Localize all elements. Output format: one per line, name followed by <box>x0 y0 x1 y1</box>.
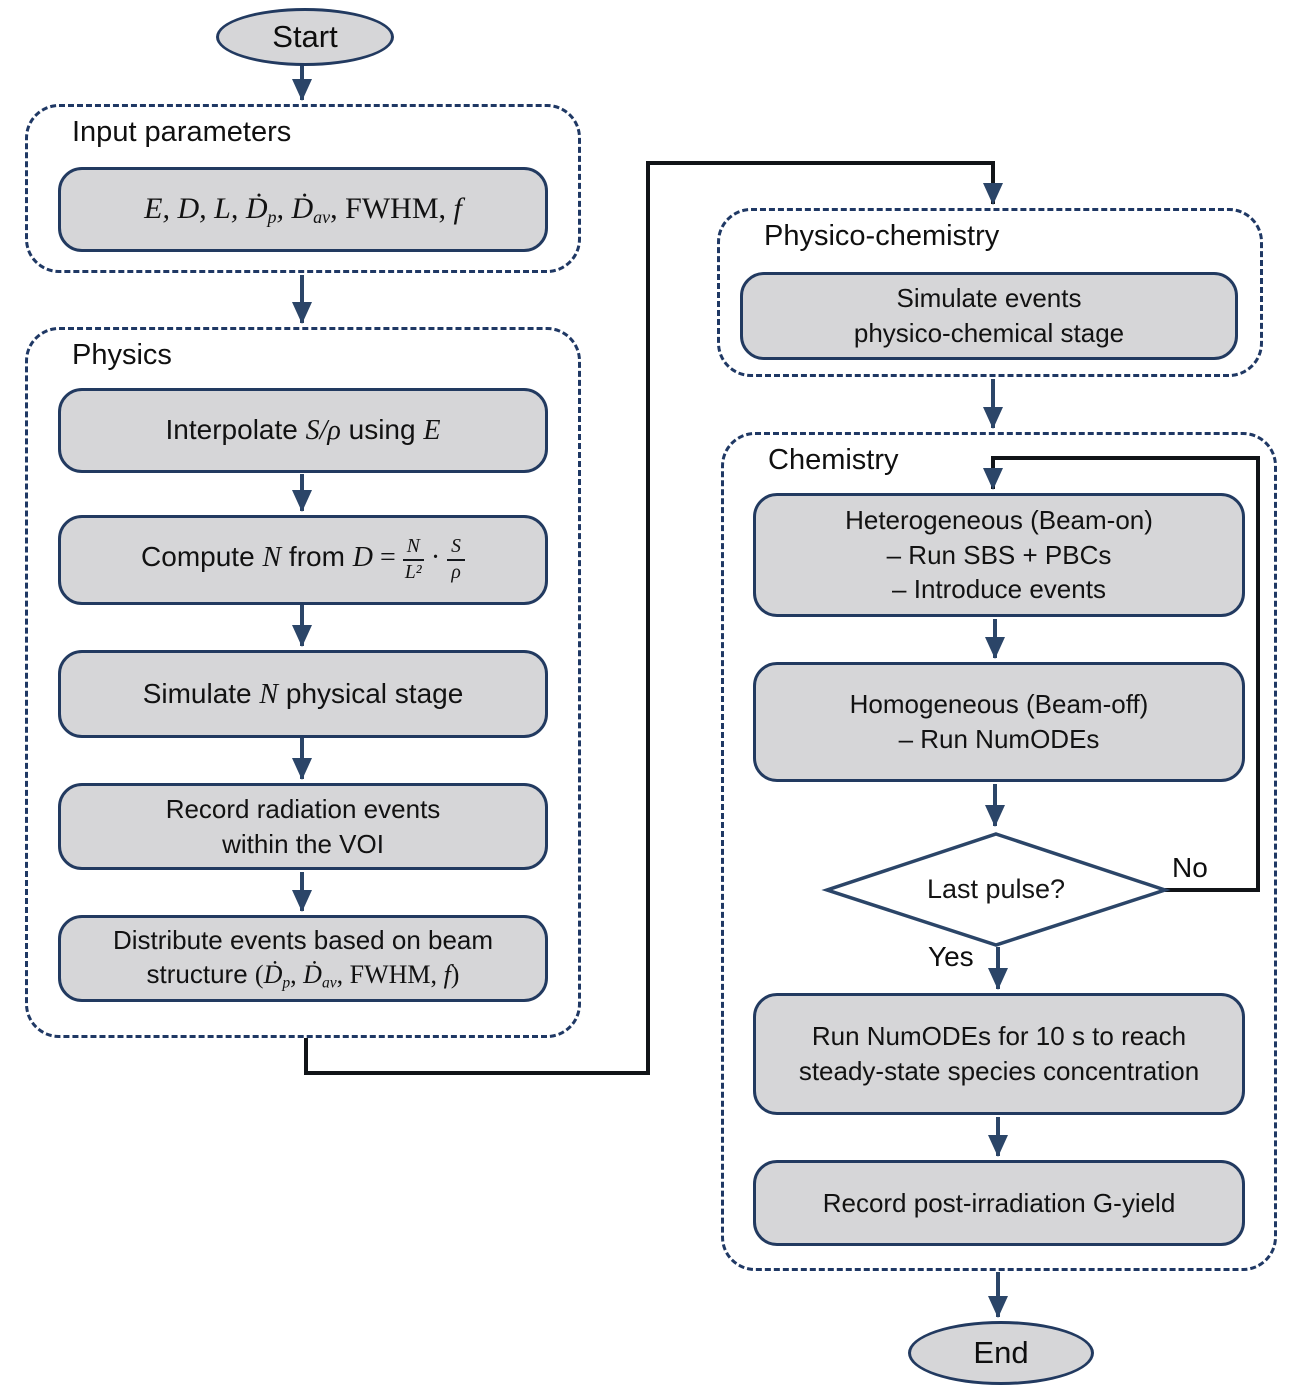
branch-label-yes: Yes <box>928 941 974 972</box>
group-physico-title: Physico-chemistry <box>764 220 1000 252</box>
node-heterogeneous-beam-on: Heterogeneous (Beam-on)– Run SBS + PBCs–… <box>753 493 1245 617</box>
decision-label: Last pulse? <box>926 874 1066 904</box>
group-input-parameters: Input parameters <box>25 104 581 273</box>
node-homogeneous-beam-off: Homogeneous (Beam-off)– Run NumODEs <box>753 662 1245 782</box>
node-interpolate: Interpolate S/ρ using E <box>58 388 548 473</box>
start-terminal: Start <box>216 8 394 66</box>
node-simulate-physical-stage: Simulate N physical stage <box>58 650 548 738</box>
branch-label-no: No <box>1172 852 1208 883</box>
group-input-title: Input parameters <box>72 116 292 148</box>
group-physics-title: Physics <box>72 339 172 371</box>
end-terminal: End <box>908 1321 1094 1385</box>
group-chemistry-title: Chemistry <box>768 444 899 476</box>
node-record-gyield: Record post-irradiation G-yield <box>753 1160 1245 1246</box>
node-input-parameters: E, D, L, Ḋp, Ḋav, FWHM, f <box>58 167 548 252</box>
